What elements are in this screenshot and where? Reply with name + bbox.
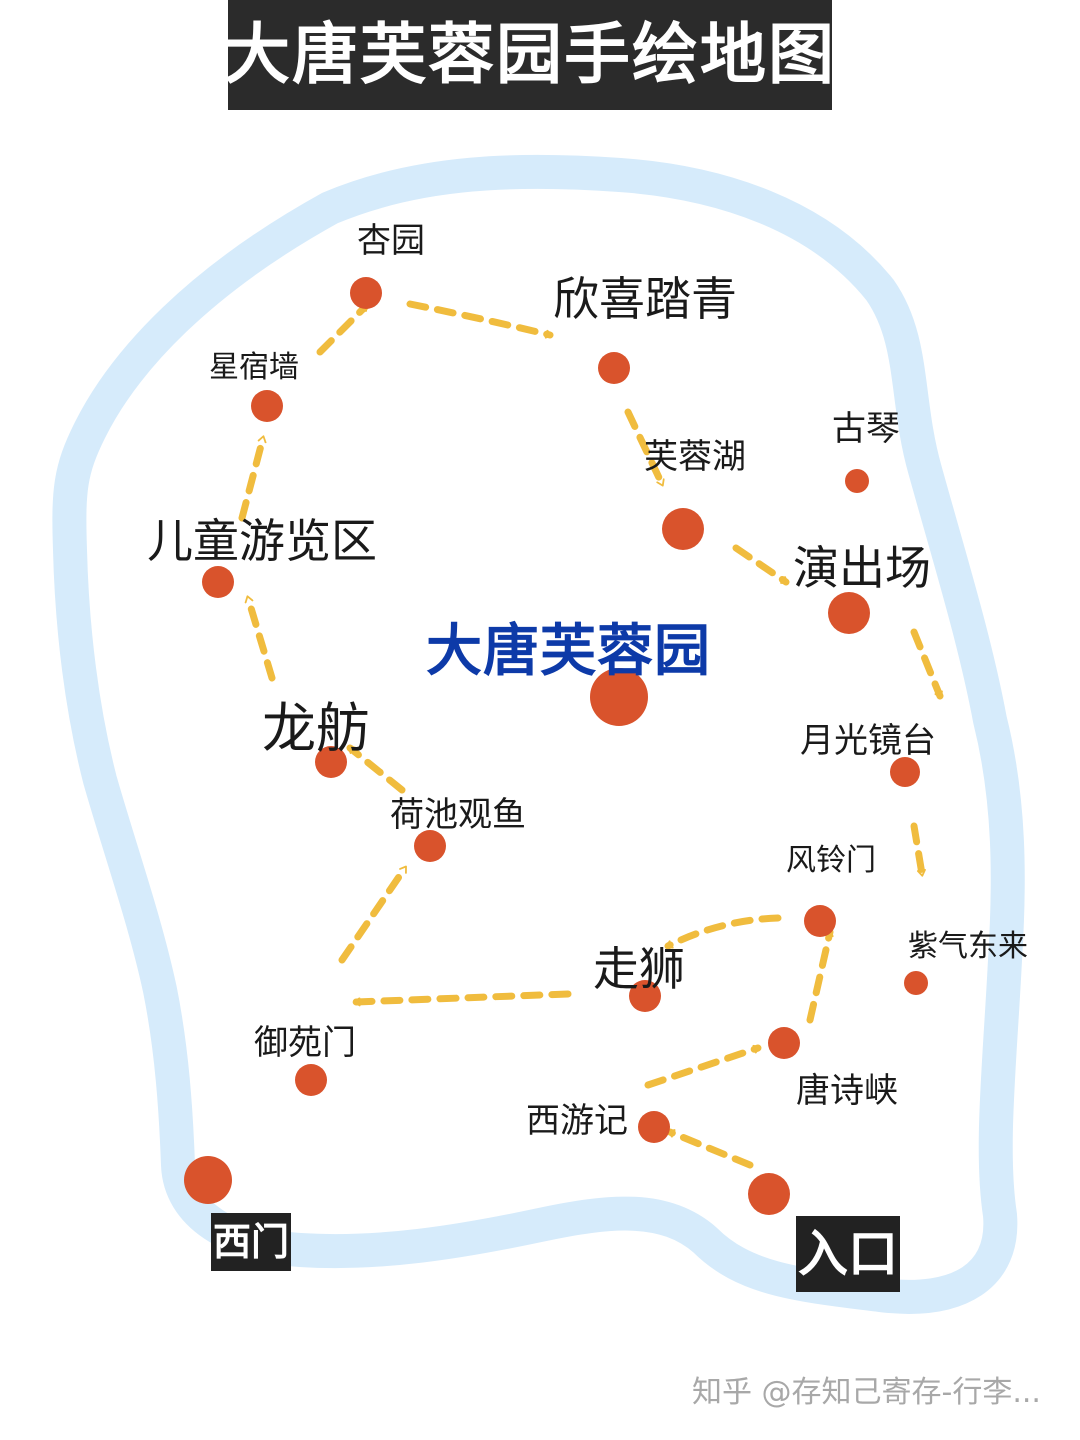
route-fenglingmen-to-zoushi — [664, 914, 782, 950]
label-yueguang-jingtai: 月光镜台 — [800, 721, 936, 761]
river-outline — [52, 154, 1025, 1314]
marker-xingxiu-qiang — [251, 390, 283, 422]
marker-west-gate — [184, 1156, 232, 1204]
gate-west-label: 西门 — [212, 1220, 289, 1264]
marker-yanchuchang — [828, 592, 870, 634]
title-banner: 大唐芙蓉园手绘地图 — [224, 0, 834, 110]
marker-center — [590, 668, 648, 726]
label-xingyuan: 杏园 — [357, 221, 425, 261]
marker-guqin — [845, 469, 869, 493]
marker-ziqi-donglai — [904, 971, 928, 995]
marker-tangshi-xia — [768, 1027, 800, 1059]
gate-west: 西门 — [211, 1213, 291, 1271]
label-hechi-guanyu: 荷池观鱼 — [390, 795, 526, 835]
marker-ertong-youlanqu — [202, 566, 234, 598]
label-xinxi-taqing: 欣喜踏青 — [553, 272, 737, 326]
marker-longfang — [315, 746, 347, 778]
route-entry-to-xiyouji — [666, 1128, 754, 1169]
label-furong-hu: 芙蓉湖 — [644, 437, 746, 477]
route-xingxiuqiang-to-xingyuan — [316, 302, 370, 356]
route-furonghu-to-yanchu — [732, 544, 790, 586]
label-ziqi-donglai: 紫气东来 — [908, 929, 1028, 964]
label-guqin: 古琴 — [832, 409, 900, 449]
label-longfang: 龙舫 — [262, 697, 370, 760]
marker-xingyuan — [350, 277, 382, 309]
label-yanchuchang: 演出场 — [793, 541, 931, 595]
marker-yueguang-jingtai — [890, 757, 920, 787]
location-markers — [184, 277, 928, 1215]
route-longfang-to-ertong — [244, 594, 276, 682]
label-ertong-youlanqu: 儿童游览区 — [147, 514, 377, 568]
route-hechi-to-longfang — [346, 744, 406, 794]
marker-yuyuan-men — [295, 1064, 327, 1096]
label-zoushi: 走狮 — [593, 942, 685, 996]
route-xingyuan-to-xinxi — [406, 300, 554, 339]
label-xiyouji: 西游记 — [526, 1101, 628, 1141]
route-yuyuanmen-to-hechi — [338, 864, 409, 964]
marker-xiyouji — [638, 1111, 670, 1143]
map-title: 大唐芙蓉园手绘地图 — [224, 16, 836, 93]
label-tangshi-xia: 唐诗峡 — [796, 1071, 898, 1111]
label-yuyuan-men: 御苑门 — [254, 1023, 356, 1063]
route-yueguang-to-fenglingmen — [910, 822, 926, 878]
route-ertong-to-xingxiuqiang — [238, 434, 267, 522]
route-yanchu-to-yueguang — [910, 628, 944, 700]
route-tangshixia-to-fenglingmen — [806, 928, 834, 1024]
marker-entrance — [748, 1173, 790, 1215]
route-arrows — [238, 300, 944, 1169]
marker-zoushi — [629, 980, 661, 1012]
gate-entrance-label: 入口 — [798, 1225, 898, 1283]
gate-entrance: 入口 — [796, 1216, 900, 1292]
marker-fengling-men — [804, 905, 836, 937]
watermark: 知乎 @存知己寄存-行李... — [692, 1375, 1041, 1410]
route-xiyouji-to-tangshixia — [644, 1044, 762, 1089]
route-zoushi-to-yuyuanmen — [352, 990, 572, 1007]
label-fengling-men: 风铃门 — [786, 843, 876, 878]
center-label: 大唐芙蓉园 — [426, 619, 711, 684]
marker-hechi-guanyu — [414, 830, 446, 862]
label-xingxiu-qiang: 星宿墙 — [209, 350, 299, 385]
route-xinxi-to-furonghu — [624, 408, 666, 488]
marker-xinxi-taqing — [598, 352, 630, 384]
marker-furong-hu — [662, 508, 704, 550]
